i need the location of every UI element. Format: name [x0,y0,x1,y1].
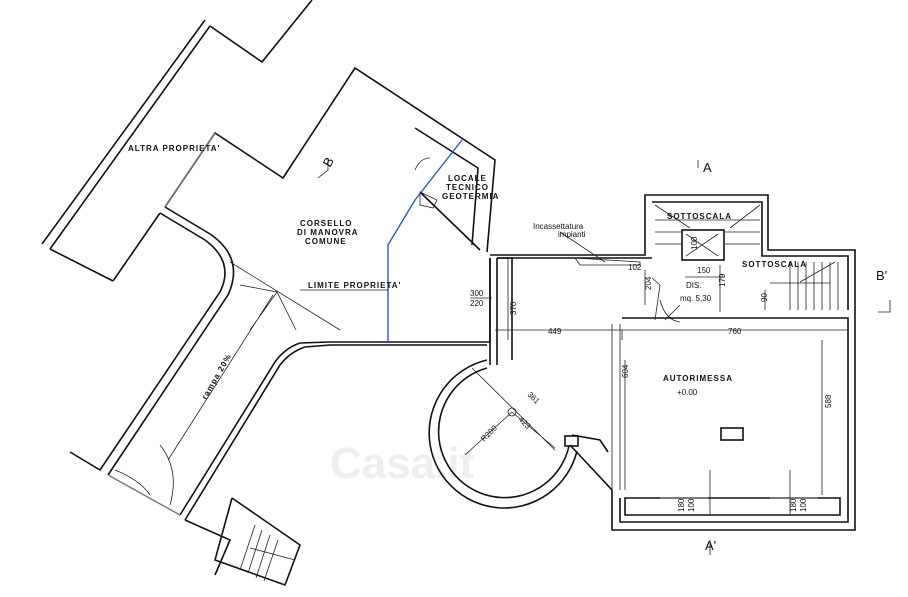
section-b: B [320,154,337,169]
label-sottoscala-2: SOTTOSCALA [742,260,807,269]
dim-588: 588 [824,394,833,408]
dim-100: 100 [690,236,699,250]
dim-window1-180: 180 [677,498,686,512]
watermark: Casa.it [330,439,475,488]
dim-760: 760 [728,327,742,336]
dim-window1-100: 100 [687,498,696,512]
dim-90: 90 [760,293,769,302]
corridor-walls [330,258,491,346]
label-autorimessa: AUTORIMESSA [663,374,733,383]
label-quota: +0.00 [677,388,698,397]
label-altra-proprieta: ALTRA PROPRIETA' [128,144,220,153]
label-locale-1: LOCALE [448,174,487,183]
section-a: A [703,160,712,175]
drain-symbol [720,427,744,441]
dim-604: 604 [621,364,630,378]
label-limite: LIMITE PROPRIETA' [308,281,401,290]
section-a-prime: A' [705,538,716,553]
dimension-lines [470,258,848,515]
section-markers: A A' B B' [317,154,891,555]
dim-361: 361 [526,390,542,406]
property-limit-line [387,139,463,342]
altra-proprieta-outline [41,0,496,282]
label-rampa: rampa 20% [200,352,233,401]
label-locale-2: TECNICO [446,183,489,192]
label-corsello-2: DI MANOVRA [297,228,359,237]
stairwell [559,204,839,323]
label-dis-area: mq. 5,30 [680,294,712,303]
dim-449: 449 [548,327,562,336]
dim-300: 300 [470,289,484,298]
round-stair [428,359,578,509]
dim-220: 220 [470,299,484,308]
ramp [69,206,341,587]
label-corsello-3: COMUNE [305,237,347,246]
dim-window2-100: 100 [799,498,808,512]
section-b-prime: B' [876,268,887,283]
label-incassettatura-1: Incassettatura [533,222,584,231]
dim-150: 150 [697,266,711,275]
dim-102: 102 [628,263,642,272]
dim-370: 370 [509,301,518,315]
dim-204: 204 [644,276,653,290]
label-dis: DIS. [686,281,702,290]
label-locale-3: GEOTERMIA [442,192,499,201]
label-incassettatura-2: impianti [558,230,586,239]
label-sottoscala-1: SOTTOSCALA [667,212,732,221]
unit-walls [489,194,856,531]
dim-window2-180: 180 [789,498,798,512]
dimension-texts: 300 220 370 449 760 102 204 179 150 100 … [470,236,833,512]
locale-door [414,157,438,209]
dim-179: 179 [718,273,727,287]
label-corsello-1: CORSELLO [300,219,352,228]
